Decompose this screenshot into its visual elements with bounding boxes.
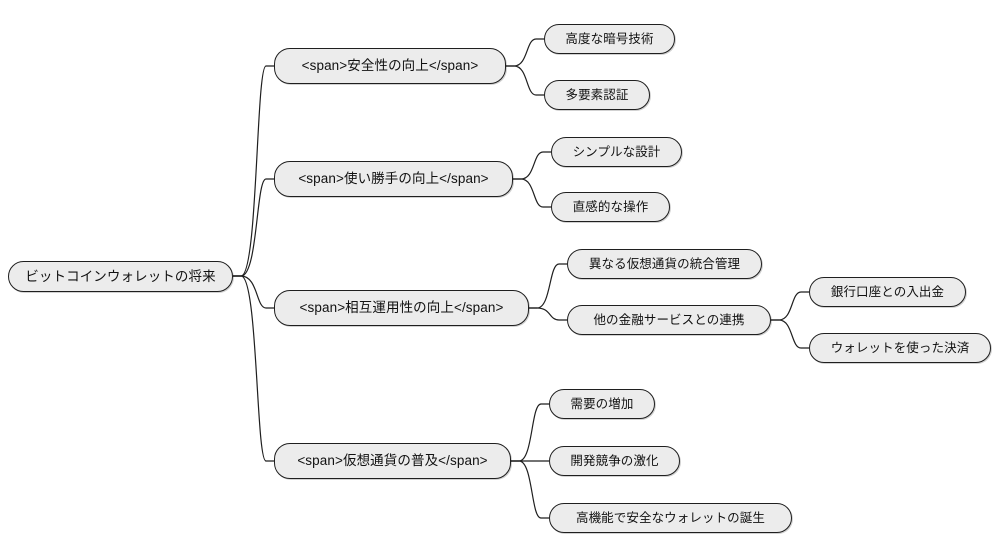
mindmap-node-branch1[interactable]: <span>安全性の向上</span> (274, 48, 506, 84)
mindmap-node-branch4-leaf3-label: 高機能で安全なウォレットの誕生 (575, 510, 765, 525)
mindmap-node-branch4-label: <span>仮想通貨の普及</span> (297, 453, 488, 469)
mindmap-node-branch3-leaf1-label: 異なる仮想通貨の統合管理 (588, 256, 741, 271)
mindmap-node-branch3-leaf2-label: 他の金融サービスとの連携 (593, 312, 745, 327)
mindmap-node-branch4[interactable]: <span>仮想通貨の普及</span> (274, 443, 511, 479)
mindmap-node-branch1-leaf1[interactable]: 高度な暗号技術 (544, 24, 675, 54)
edge-root-to-branch3 (233, 275, 274, 309)
mindmap-node-branch2[interactable]: <span>使い勝手の向上</span> (274, 161, 513, 197)
edge-branch2-to-leaf2 (513, 178, 551, 208)
edge-branch1-to-leaf1 (506, 38, 544, 67)
mindmap-node-branch4-leaf1[interactable]: 需要の増加 (549, 389, 655, 419)
edge-leaf2-to-sub2 (771, 319, 809, 349)
mindmap-node-branch2-label: <span>使い勝手の向上</span> (298, 171, 489, 187)
mindmap-node-branch3-leaf2-sub2[interactable]: ウォレットを使った決済 (809, 333, 991, 363)
mindmap-node-branch3-leaf2-sub2-label: ウォレットを使った決済 (830, 340, 970, 355)
mindmap-node-branch4-leaf3[interactable]: 高機能で安全なウォレットの誕生 (549, 503, 792, 533)
edge-branch1-to-leaf2 (506, 65, 544, 96)
mindmap-node-branch4-leaf2-label: 開発競争の激化 (570, 453, 659, 468)
mindmap-node-branch3-leaf2[interactable]: 他の金融サービスとの連携 (567, 305, 771, 335)
edge-root-to-branch1 (233, 65, 274, 277)
mindmap-node-branch3-label: <span>相互運用性の向上</span> (299, 300, 504, 316)
mindmap-node-branch1-label: <span>安全性の向上</span> (301, 58, 479, 74)
mindmap-node-branch1-leaf2[interactable]: 多要素認証 (544, 80, 650, 110)
mindmap-node-branch4-leaf2[interactable]: 開発競争の激化 (549, 446, 680, 476)
edge-root-to-branch2 (233, 178, 274, 277)
edge-leaf2-to-sub1 (771, 291, 809, 321)
mindmap-node-root-label: ビットコインウォレットの将来 (25, 268, 216, 284)
edge-branch3-to-leaf2 (529, 307, 567, 321)
mindmap-node-branch3-leaf2-sub1[interactable]: 銀行口座との入出金 (809, 277, 966, 307)
mindmap-node-branch2-leaf2[interactable]: 直感的な操作 (551, 192, 670, 222)
mindmap-node-branch2-leaf1[interactable]: シンプルな設計 (551, 137, 682, 167)
mindmap-node-root[interactable]: ビットコインウォレットの将来 (8, 261, 233, 292)
mindmap-node-branch1-leaf1-label: 高度な暗号技術 (565, 31, 654, 46)
mindmap-node-branch3[interactable]: <span>相互運用性の向上</span> (274, 290, 529, 326)
mindmap-node-branch2-leaf1-label: シンプルな設計 (572, 144, 661, 159)
edge-branch3-to-leaf1 (529, 263, 567, 309)
mindmap-node-branch3-leaf2-sub1-label: 銀行口座との入出金 (830, 284, 945, 299)
edge-branch4-to-leaf1 (511, 403, 549, 462)
mindmap-node-branch1-leaf2-label: 多要素認証 (565, 87, 629, 102)
mindmap-node-branch4-leaf1-label: 需要の増加 (570, 396, 634, 411)
mindmap-node-branch2-leaf2-label: 直感的な操作 (572, 199, 649, 214)
mindmap-node-branch3-leaf1[interactable]: 異なる仮想通貨の統合管理 (567, 249, 762, 279)
edge-root-to-branch4 (233, 275, 274, 462)
edge-branch4-to-leaf3 (511, 460, 549, 519)
edge-branch2-to-leaf1 (513, 151, 551, 180)
